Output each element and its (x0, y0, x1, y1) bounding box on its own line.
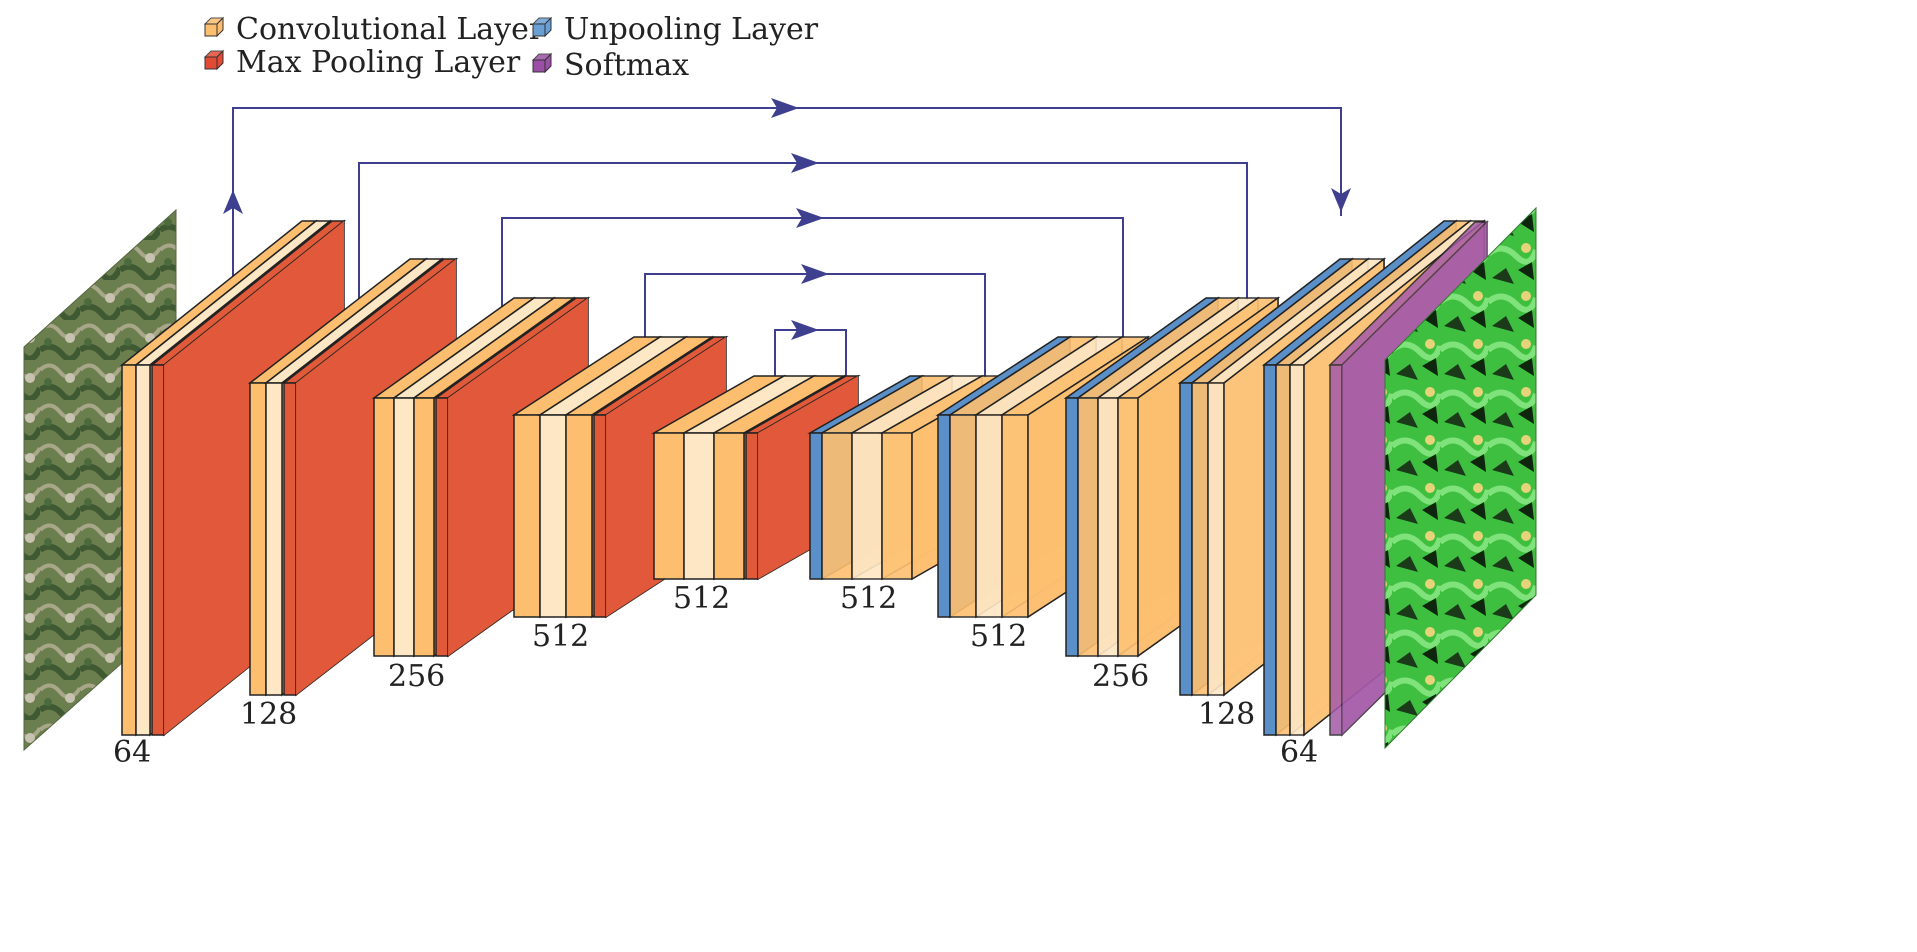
layer-blocks (119, 219, 1489, 737)
skip-connection-2 (358, 153, 1248, 318)
legend-label: Convolutional Layer (236, 12, 544, 47)
skip-connection-1 (223, 98, 1351, 292)
encoder-channel-label: 512 (532, 619, 589, 654)
arrow-right-icon (771, 98, 799, 118)
conv-cube-icon (203, 16, 225, 38)
legend-label: Softmax (564, 48, 689, 83)
legend-item-pool: Max Pooling Layer (203, 45, 521, 80)
arrow-right-icon (791, 153, 819, 173)
legend-label: Max Pooling Layer (236, 45, 521, 80)
pool-cube-icon (203, 49, 225, 71)
skip-connection-5 (774, 320, 847, 403)
softmax-cube-icon (531, 52, 553, 74)
skip-connection-4 (644, 264, 986, 378)
skip-connection-3 (501, 208, 1124, 352)
unpool-cube-icon (531, 16, 553, 38)
legend-item-unpool: Unpooling Layer (531, 12, 819, 47)
arrow-up-icon (223, 190, 243, 214)
legend-item-softmax: Softmax (531, 48, 689, 83)
output-image (1384, 206, 1537, 750)
arrow-right-icon (796, 208, 824, 228)
arrow-right-icon (791, 320, 819, 340)
encoder-channel-label: 512 (673, 581, 730, 616)
decoder-channel-label: 512 (840, 581, 897, 616)
legend-label: Unpooling Layer (564, 12, 819, 47)
decoder-channel-label: 64 (1280, 735, 1318, 770)
arrow-right-icon (801, 264, 829, 284)
channel-labels: 64 128 256 512 512 512 512 256 128 64 (113, 581, 1318, 770)
legend-item-conv: Convolutional Layer (203, 12, 544, 47)
encoder-channel-label: 256 (388, 659, 445, 694)
decoder-channel-label: 512 (970, 619, 1027, 654)
encoder-channel-label: 128 (240, 697, 297, 732)
decoder-channel-label: 256 (1092, 659, 1149, 694)
skip-connections (223, 98, 1351, 403)
arrow-down-icon (1331, 188, 1351, 212)
encoder-channel-label: 64 (113, 735, 151, 770)
decoder-channel-label: 128 (1198, 697, 1255, 732)
